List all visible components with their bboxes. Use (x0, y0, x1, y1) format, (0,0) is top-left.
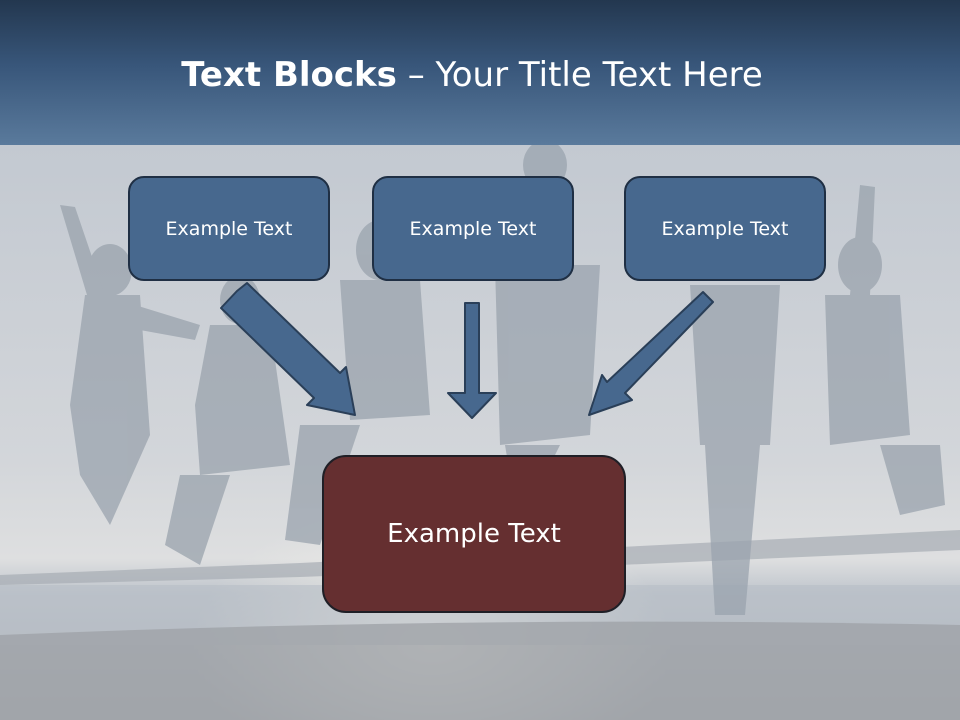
text-block-2-label: Example Text (409, 217, 537, 240)
arrow-center (447, 302, 497, 419)
title-bold: Text Blocks (181, 55, 397, 95)
arrow-left (220, 282, 356, 416)
arrow-right (588, 291, 714, 416)
title-rest: – Your Title Text Here (396, 55, 763, 95)
text-block-2[interactable]: Example Text (372, 176, 574, 281)
text-block-1[interactable]: Example Text (128, 176, 330, 281)
slide-title: Text Blocks – Your Title Text Here (0, 52, 944, 98)
text-block-1-label: Example Text (165, 217, 293, 240)
text-block-3[interactable]: Example Text (624, 176, 826, 281)
main-text-block[interactable]: Example Text (322, 455, 626, 613)
text-block-3-label: Example Text (661, 217, 789, 240)
main-text-block-label: Example Text (387, 519, 561, 549)
title-bar (0, 0, 960, 145)
